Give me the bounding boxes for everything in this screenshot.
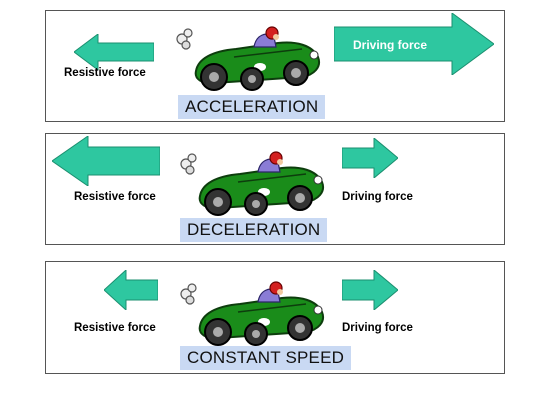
driving-force-label: Driving force: [353, 38, 428, 52]
resistive-force-arrow: [74, 34, 154, 70]
panel-constant-speed: Resistive force Driving force CONSTANT S…: [45, 261, 505, 374]
caption-constant-speed: CONSTANT SPEED: [180, 346, 352, 370]
car-icon: [174, 19, 324, 93]
panel-deceleration: Resistive force Driving force DECELERATI…: [45, 133, 505, 245]
resistive-force-label: Resistive force: [74, 191, 156, 203]
panel-acceleration: Resistive force Driving force ACCELERATI…: [45, 10, 505, 122]
caption-acceleration: ACCELERATION: [178, 95, 326, 119]
resistive-force-label: Resistive force: [74, 322, 156, 334]
driving-force-arrow: [342, 138, 398, 178]
car-icon: [178, 144, 328, 218]
resistive-force-arrow: [104, 270, 158, 310]
resistive-force-arrow: [52, 136, 160, 186]
driving-force-label: Driving force: [342, 322, 413, 334]
driving-force-arrow: [342, 270, 398, 310]
caption-deceleration: DECELERATION: [180, 218, 328, 242]
resistive-force-label: Resistive force: [64, 67, 146, 79]
driving-force-label: Driving force: [342, 191, 413, 203]
car-icon: [178, 274, 328, 348]
driving-force-arrow: [334, 13, 494, 75]
